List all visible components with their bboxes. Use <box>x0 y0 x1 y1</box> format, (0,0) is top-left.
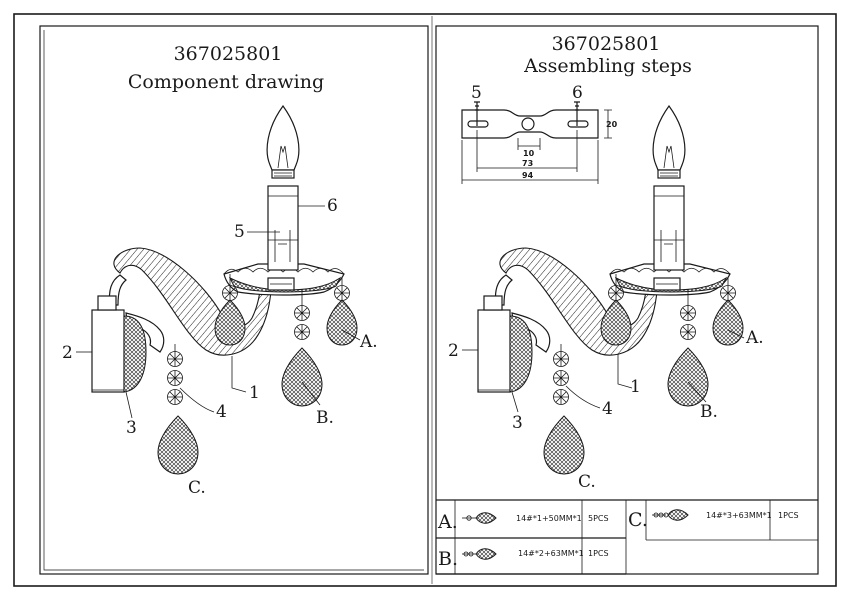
left-panel-inner-rule <box>43 30 424 571</box>
right-label-b: B. <box>700 402 718 422</box>
left-label-4: 4 <box>216 402 227 422</box>
left-label-b: B. <box>316 408 334 428</box>
right-panel: 367025801 Assembling steps 5 6 10 20 73 … <box>436 33 818 575</box>
parts-row-c-qty: 1PCS <box>778 511 799 520</box>
sheet-outer-border <box>13 13 837 587</box>
right-label-2: 2 <box>448 341 459 361</box>
parts-row-b-letter: B. <box>438 548 458 570</box>
right-bracket-label-6: 6 <box>572 83 583 103</box>
left-label-2: 2 <box>62 343 73 363</box>
left-label-1: 1 <box>249 383 260 403</box>
left-label-c: C. <box>188 478 206 498</box>
dimension-10: 10 <box>523 149 535 158</box>
mounting-bracket-drawing <box>461 101 612 184</box>
parts-row-b-spec: 14#*2+63MM*1 <box>518 549 584 558</box>
right-label-4: 4 <box>602 399 613 419</box>
left-panel-border <box>39 25 429 575</box>
right-panel-title: Assembling steps <box>523 55 692 77</box>
parts-row-a-spec: 14#*1+50MM*1 <box>516 514 582 523</box>
left-label-3: 3 <box>126 418 137 438</box>
right-label-1: 1 <box>630 377 641 397</box>
parts-row-c-letter: C. <box>628 509 648 531</box>
leader-lines <box>76 205 361 419</box>
right-panel-border <box>435 25 819 575</box>
right-model-code: 367025801 <box>552 33 661 55</box>
right-bracket-label-5: 5 <box>471 83 482 103</box>
right-label-c: C. <box>578 472 596 492</box>
dimension-20: 20 <box>606 120 618 129</box>
parts-row-c-spec: 14#*3+63MM*1 <box>706 511 772 520</box>
left-label-a: A. <box>359 332 378 352</box>
parts-table: A. 14#*1+50MM*1 5PCS C. 14#*3 <box>436 499 818 575</box>
left-panel: 367025801 Component drawing 1 2 3 4 5 6 … <box>62 43 378 498</box>
dimension-73: 73 <box>522 159 533 168</box>
table-row-c: C. 14#*3+63MM*1 1PCS <box>628 509 799 531</box>
parts-row-b-qty: 1PCS <box>588 549 609 558</box>
left-label-6: 6 <box>327 196 338 216</box>
left-label-5: 5 <box>234 222 245 242</box>
dimension-94: 94 <box>522 171 534 180</box>
parts-row-a-letter: A. <box>437 511 458 533</box>
part-b-icon <box>462 548 497 560</box>
parts-row-a-qty: 5PCS <box>588 514 609 523</box>
table-row-a: A. 14#*1+50MM*1 5PCS <box>437 511 609 533</box>
left-model-code: 367025801 <box>174 43 283 65</box>
table-row-b: B. 14#*2+63MM*1 1PCS <box>438 548 609 570</box>
part-a-icon <box>462 512 497 524</box>
left-panel-title: Component drawing <box>128 71 324 93</box>
right-label-a: A. <box>745 328 764 348</box>
part-c-icon <box>652 509 689 521</box>
right-leader-lines <box>462 329 745 413</box>
right-label-3: 3 <box>512 413 523 433</box>
